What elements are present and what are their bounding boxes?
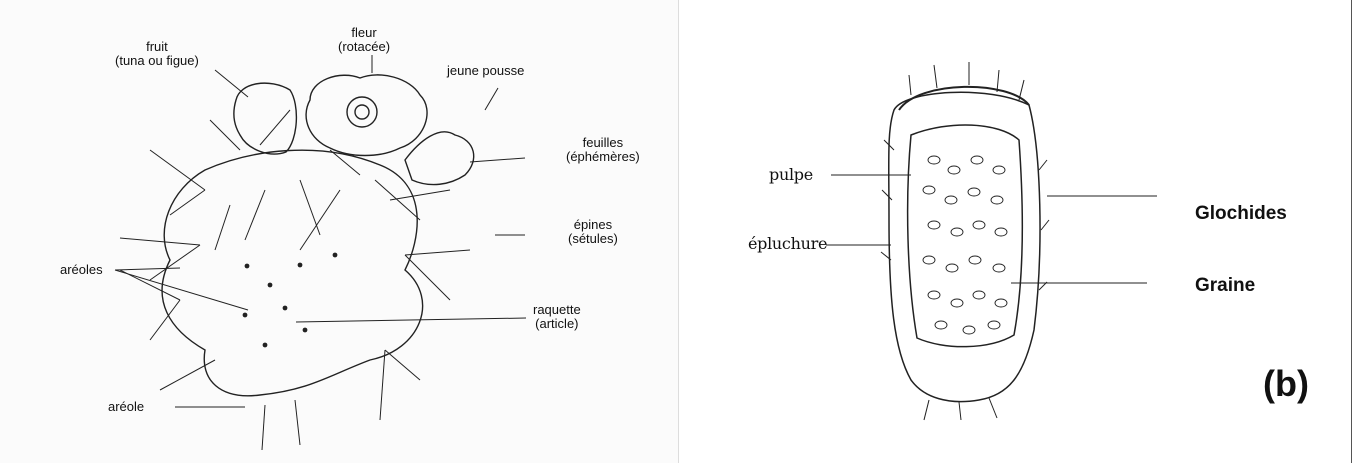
label-fruit: fruit (tuna ou figue)	[115, 40, 199, 68]
label-raquette-title: raquette	[533, 303, 581, 317]
panel-tag-b: (b)	[1263, 363, 1309, 405]
label-feuilles-title: feuilles	[566, 136, 640, 150]
label-raquette-sub: (article)	[533, 317, 581, 331]
label-fruit-title: fruit	[115, 40, 199, 54]
label-fleur: fleur (rotacée)	[338, 26, 390, 54]
fruit-cross-section	[679, 0, 1356, 463]
flower-shape	[306, 75, 427, 156]
cactus-diagram-panel: fruit (tuna ou figue) fleur (rotacée) je…	[0, 0, 679, 463]
label-epluchure: épluchure	[748, 234, 827, 253]
label-raquette: raquette (article)	[533, 303, 581, 331]
label-epines: épines (sétules)	[568, 218, 618, 246]
label-pulpe: pulpe	[769, 165, 813, 184]
fruit-shape	[234, 83, 297, 154]
label-jeune-pousse: jeune pousse	[447, 64, 524, 78]
label-graine: Graine	[1195, 275, 1255, 297]
seed-pattern	[923, 156, 1007, 334]
label-areoles: aréoles	[60, 263, 103, 277]
pulpe-outline	[908, 125, 1023, 347]
right-border	[1351, 0, 1352, 463]
label-areole: aréole	[108, 400, 144, 414]
label-epines-sub: (sétules)	[568, 232, 618, 246]
label-feuilles: feuilles (éphémères)	[566, 136, 640, 164]
label-feuilles-sub: (éphémères)	[566, 150, 640, 164]
label-fleur-sub: (rotacée)	[338, 40, 390, 54]
label-fruit-sub: (tuna ou figue)	[115, 54, 199, 68]
fruit-section-panel: pulpe épluchure Glochides Graine (b)	[679, 0, 1356, 463]
label-fleur-title: fleur	[338, 26, 390, 40]
label-epines-title: épines	[568, 218, 618, 232]
label-glochides: Glochides	[1195, 203, 1287, 225]
